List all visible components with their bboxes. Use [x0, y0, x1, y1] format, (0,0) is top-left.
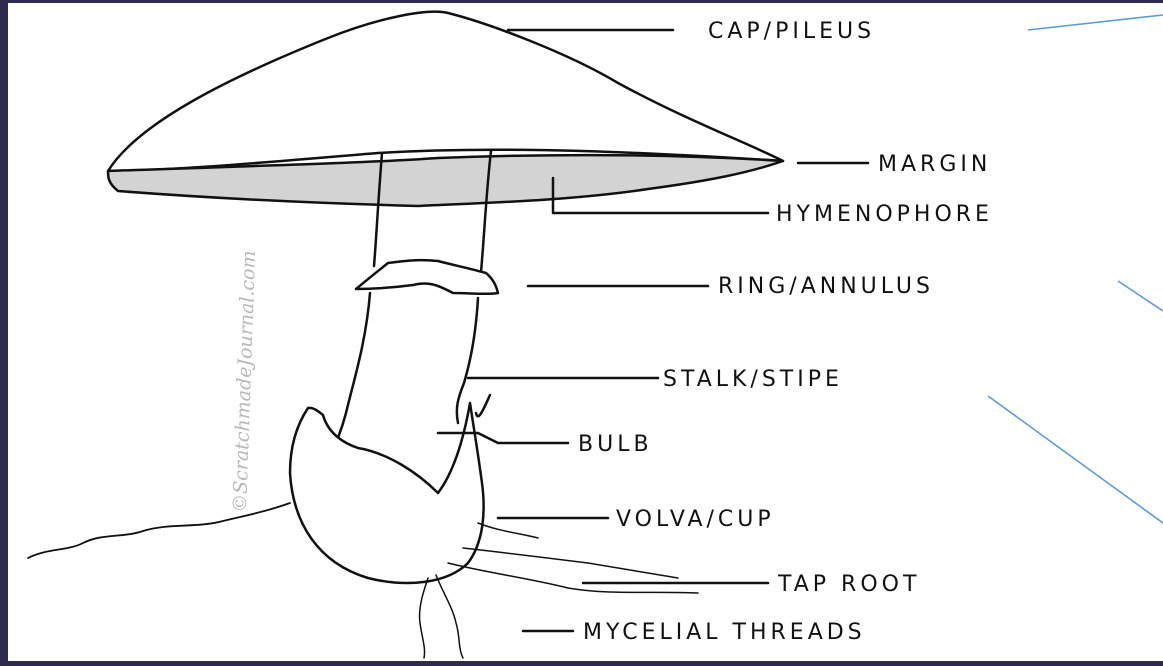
- ring-shape: [356, 260, 498, 294]
- blue-pointer-ring: [1118, 281, 1163, 311]
- slide-frame-left: [0, 0, 8, 661]
- label-hymenophore: HYMENOPHORE: [776, 202, 993, 227]
- cap-shape: [108, 12, 783, 171]
- watermark-text: ©ScratchmadeJournal.com: [229, 250, 260, 513]
- label-taproot: TAP ROOT: [777, 572, 920, 597]
- label-volva: VOLVA/CUP: [616, 507, 775, 532]
- label-bulb: BULB: [578, 432, 653, 457]
- label-mycelial: MYCELIAL THREADS: [583, 620, 866, 645]
- blue-pointer-cap: [1028, 15, 1163, 30]
- mushroom-diagram: CAP/PILEUS MARGIN HYMENOPHORE RING/ANNUL…: [8, 3, 1163, 661]
- label-margin: MARGIN: [878, 152, 991, 177]
- label-cap: CAP/PILEUS: [708, 19, 875, 44]
- mushroom-illustration: CAP/PILEUS MARGIN HYMENOPHORE RING/ANNUL…: [8, 3, 1163, 661]
- label-stalk: STALK/STIPE: [663, 367, 843, 392]
- leader-bulb: [438, 433, 568, 443]
- label-ring: RING/ANNULUS: [718, 274, 934, 299]
- bulb-volva-shape: [290, 403, 484, 583]
- blue-pointer-stalk: [988, 396, 1163, 523]
